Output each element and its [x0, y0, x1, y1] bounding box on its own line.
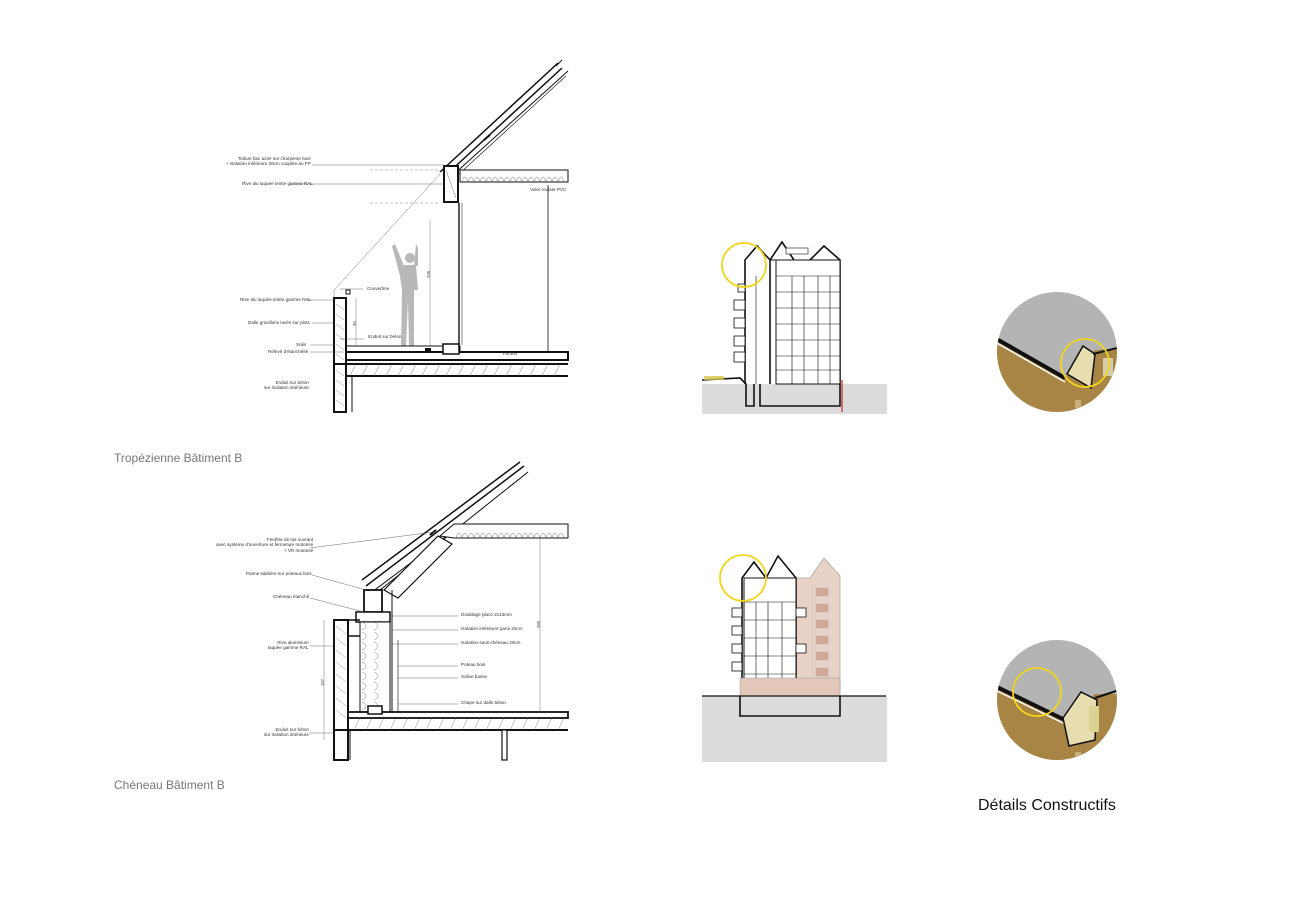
closeup-drawing-bottom	[997, 640, 1117, 760]
dimension-parapet-bottom: 107	[320, 679, 325, 686]
balconies-top	[733, 283, 746, 363]
annotation-eave-top: Rive alu laquée teinte gamme RAL	[242, 181, 313, 186]
closeup-drawing-top	[997, 292, 1117, 412]
annotation-shutter: Volet roulant PVC	[530, 187, 567, 192]
facade-wall-bottom	[333, 619, 360, 761]
leader-lines-bottom	[309, 531, 458, 734]
parapet-wall	[333, 289, 353, 413]
annotation-facing: Rive aluminium laquée gamme RAL	[268, 640, 309, 651]
terrace-floor	[344, 343, 569, 377]
gutter-box	[363, 589, 383, 613]
annotation-screed: Chape sur dalle béton	[461, 700, 506, 705]
annotation-slabs: Dalle gravillons lavés sur plots	[248, 320, 310, 325]
highlight-circle-bottom-elevation	[719, 554, 767, 602]
annotation-wall-insulation: Isolation intérieure paroi 20cm	[461, 626, 523, 631]
annotation-roof: Toiture bac acier sur charpente bois + i…	[226, 156, 311, 167]
annotation-purlin: Panne sablière sur poteaux bois	[246, 571, 312, 576]
highlight-circle-top-elevation	[721, 242, 767, 288]
annotation-lining: Doublage placo 2x13mm	[461, 612, 512, 617]
annotation-joist: Solive basse	[461, 674, 488, 679]
floor-slab-bottom	[347, 705, 569, 761]
perspective-closeup-top	[995, 288, 1125, 416]
highlight-circle-bottom-closeup	[1012, 667, 1062, 717]
annotation-gutter-insulation: Isolation sous chéneau 20cm	[461, 640, 521, 645]
person-silhouette	[392, 244, 418, 346]
elevation-building-bottom	[700, 548, 890, 764]
annotation-gutter: Chéneau étanché	[273, 594, 310, 599]
ceiling-insulation	[459, 169, 569, 183]
section-detail-tropezienne: Toiture bac acier sur charpente bois + i…	[0, 0, 600, 465]
dimension-parapet: 35	[352, 321, 357, 326]
annotation-skirting: Solin	[296, 342, 307, 347]
highlight-circle-top-closeup	[1060, 338, 1110, 388]
dimension-height-bottom: 285	[536, 621, 541, 628]
roof-slope	[439, 59, 569, 177]
wall-insulation	[359, 590, 399, 713]
section-detail-cheneau: Fenêtre de toit ouvrant avec système d'o…	[0, 440, 600, 800]
annotation-plinth: Plinthe	[503, 351, 518, 356]
elevation-building-top	[700, 230, 890, 416]
annotation-eave-low: Rive alu laquée teinte gamme RAL	[240, 297, 311, 302]
caption-tropezienne: Tropézienne Bâtiment B	[114, 451, 243, 465]
annotation-render-insulation-bottom: Enduit sur béton sur isolation intérieur…	[264, 727, 309, 738]
elevation-drawing-top	[701, 240, 887, 414]
annotation-skylight: Fenêtre de toit ouvrant avec système d'o…	[216, 537, 314, 553]
annotation-render-concrete: Enduit sur béton	[368, 334, 402, 339]
annotation-waterproof: Relevé d'étanchéité	[268, 349, 309, 354]
section-drawing-top	[290, 59, 569, 413]
caption-cheneau: Chéneau Bâtiment B	[114, 778, 225, 792]
sheet-title: Détails Constructifs	[978, 797, 1116, 814]
elevation-drawing-bottom	[702, 554, 887, 762]
section-drawing-bottom	[309, 461, 569, 761]
perspective-closeup-bottom	[995, 636, 1125, 764]
ceiling-insulation-bottom	[438, 523, 569, 539]
dimension-height: 239	[426, 271, 431, 278]
annotation-coping: Couvertine	[367, 286, 390, 291]
annotation-post: Poteau bois	[461, 662, 486, 667]
skylight-band	[383, 535, 453, 599]
balconies-bottom	[731, 607, 807, 672]
leader-lines-top	[290, 164, 444, 353]
annotation-render-insulation: Enduit sur béton sur isolation intérieur…	[264, 380, 309, 391]
